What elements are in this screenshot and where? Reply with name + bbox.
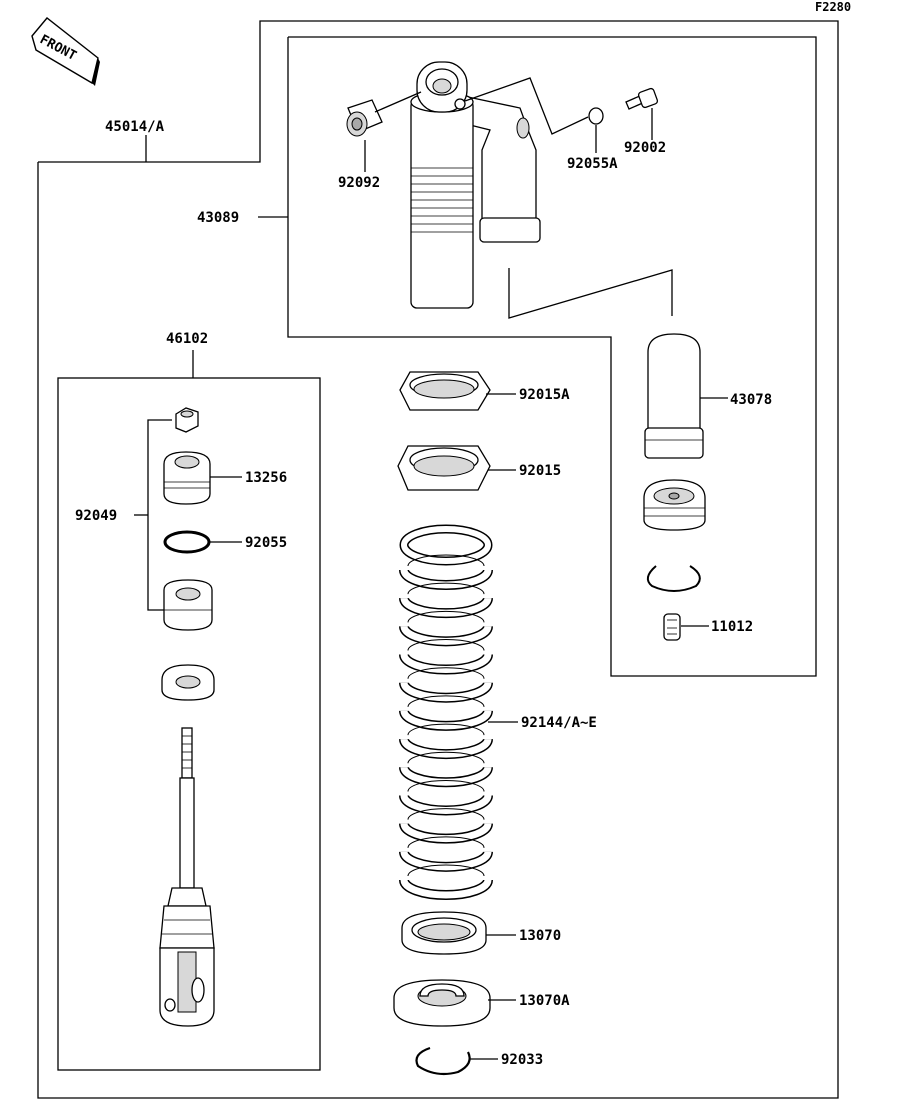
label-43078: 43078 [730, 392, 772, 408]
part-92055A-oring [588, 107, 604, 125]
spring-coil-back [407, 808, 485, 820]
part-circlip [646, 565, 701, 592]
spring-coil-face [400, 569, 492, 589]
part-92092-bushing [346, 99, 383, 137]
label-92092: 92092 [338, 175, 380, 191]
assembly-frame-43089 [287, 36, 817, 677]
label-92055A: 92055A [567, 156, 618, 172]
label-43089: 43089 [197, 210, 239, 226]
part-11012-valve [663, 613, 681, 641]
part-13256-piston [163, 451, 211, 505]
spring-coil-face [400, 766, 492, 786]
spring-coil-face [400, 682, 492, 702]
spring-coil-face [400, 738, 492, 758]
part-92055-oring [163, 530, 211, 554]
spring-coil-face [400, 710, 492, 730]
spring-coil-back [407, 751, 485, 764]
label-92015A: 92015A [519, 387, 570, 403]
spring-coil-back [407, 582, 485, 595]
label-92033: 92033 [501, 1052, 543, 1068]
part-92144-spring [399, 524, 493, 566]
spring-coil-face [400, 879, 492, 899]
label-92144: 92144/A~E [521, 715, 597, 731]
assembly-frame-45014 [37, 20, 839, 1099]
spring-coil-back [407, 695, 485, 707]
spring-coil-face [400, 625, 492, 645]
label-45014A: 45014/A [105, 119, 165, 135]
part-92002-bolt [625, 87, 659, 110]
spring-coil-back [407, 864, 485, 877]
spring-coil-face [400, 653, 492, 674]
label-13070: 13070 [519, 928, 561, 944]
shock-body-43089 [410, 61, 541, 309]
spring-coil-back [407, 667, 485, 679]
label-13070A: 13070A [519, 993, 570, 1009]
label-92002: 92002 [624, 140, 666, 156]
part-reservoir-cap [643, 479, 706, 531]
spring-coil-face [400, 597, 492, 617]
label-92049: 92049 [75, 508, 117, 524]
spring-coils [399, 554, 493, 900]
spring-coil-back [407, 836, 485, 848]
label-92055: 92055 [245, 535, 287, 551]
part-13070-guide [401, 911, 487, 955]
part-92015-adjustnut [397, 445, 491, 491]
part-92015A-locknut [399, 371, 491, 411]
diagram-code: F2280 [815, 0, 851, 14]
spring-coil-back [407, 779, 485, 792]
spring-coil-back [407, 554, 485, 567]
spring-coil-face [400, 794, 492, 814]
label-13256: 13256 [245, 470, 287, 486]
label-92015: 92015 [519, 463, 561, 479]
part-piston-lower [163, 579, 213, 631]
spring-coil-back [407, 639, 485, 651]
part-13070A-guide [393, 979, 491, 1027]
label-46102: 46102 [166, 331, 208, 347]
part-washer [161, 664, 215, 701]
front-arrow-icon: FRONT [31, 17, 100, 86]
spring-coil-back [407, 610, 485, 623]
label-11012: 11012 [711, 619, 753, 635]
spring-coil-face [400, 851, 492, 871]
spring-coil-back [407, 723, 485, 736]
part-43078-bladder [644, 333, 704, 459]
assembly-frame-46102 [57, 377, 321, 1071]
part-piston-rod [159, 727, 215, 1027]
spring-coil-face [400, 823, 492, 843]
part-nut [175, 407, 199, 433]
part-92033-circlip [415, 1046, 471, 1076]
